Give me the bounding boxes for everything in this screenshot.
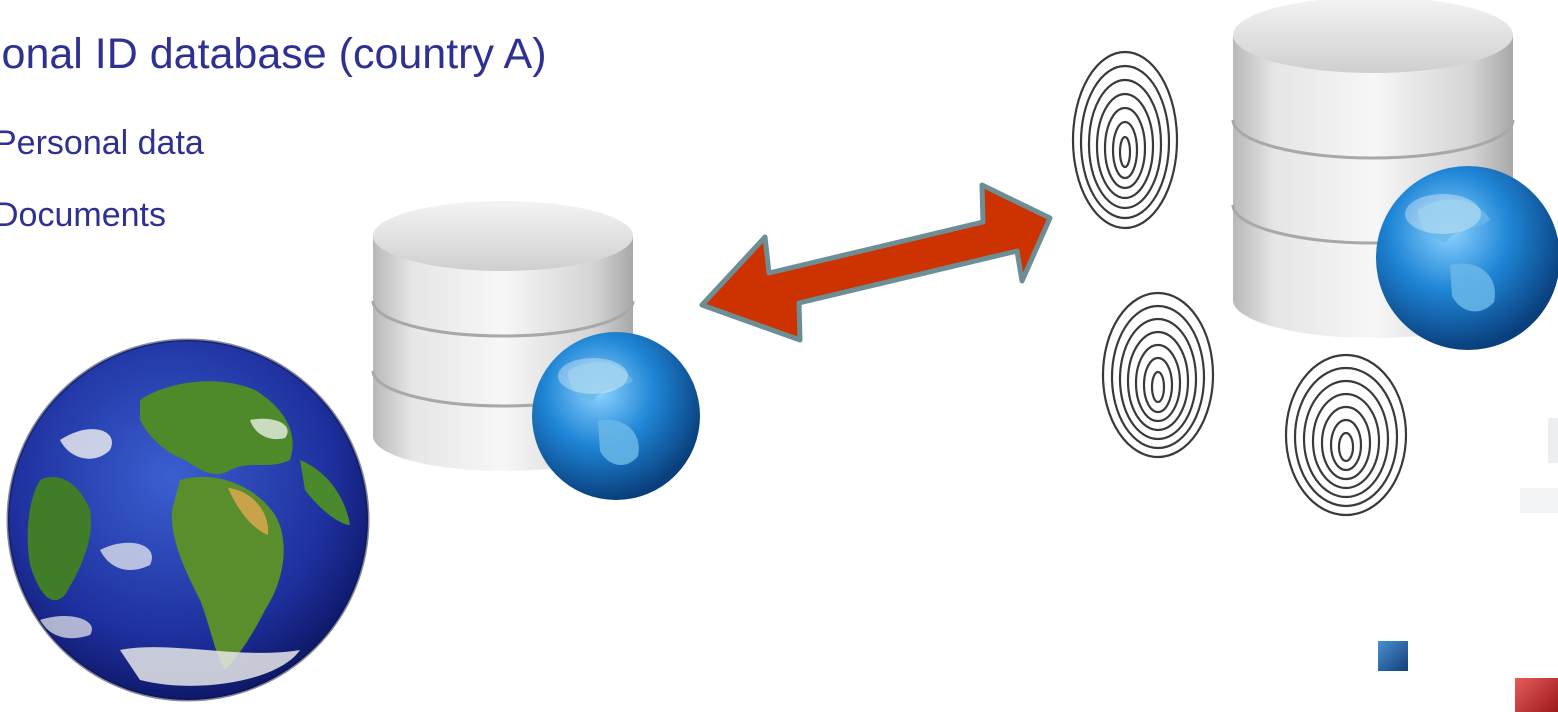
fingerprint-icon [1284,353,1408,517]
fingerprint-icon [1071,50,1179,230]
double-arrow-image [699,182,1053,343]
bullet-personal-data: Personal data [0,124,204,162]
slide-title: ional ID database (country A) [0,30,547,78]
database-globe-icon [371,201,700,500]
decorative-gray-bar [1548,418,1558,463]
decorative-red-square [1515,678,1558,712]
decorative-gray-bar [1520,488,1558,513]
fingerprint-icon [1101,291,1215,459]
earth-globe-image [6,338,370,702]
bullet-documents: Documents [0,196,166,234]
decorative-blue-square [1378,641,1408,671]
database-globe-icon [1231,0,1558,350]
